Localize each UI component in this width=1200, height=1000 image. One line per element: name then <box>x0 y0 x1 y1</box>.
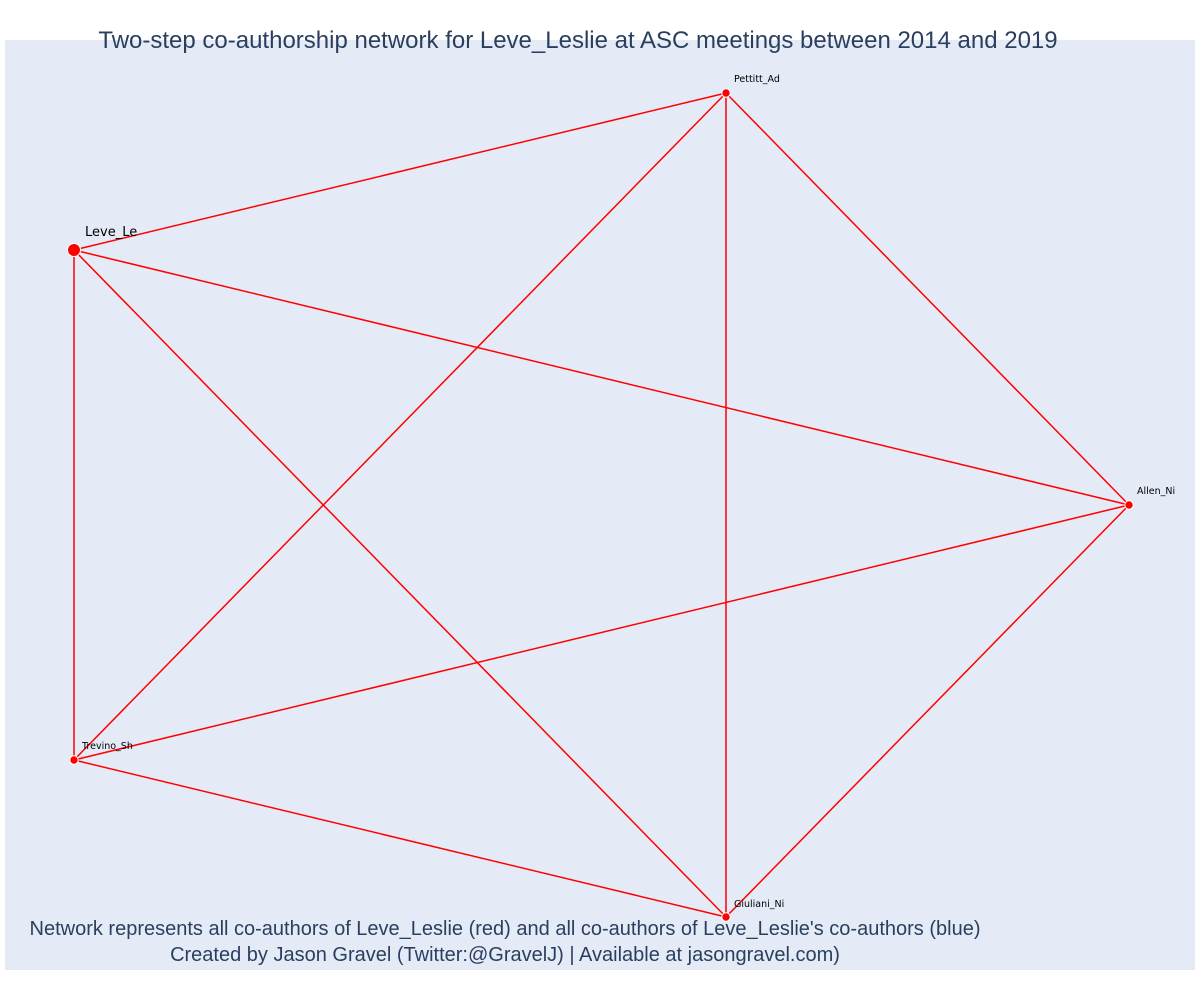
node-Giuliani_Ni[interactable] <box>721 912 731 922</box>
edge-Leve_Le-Giuliani_Ni <box>73 249 727 918</box>
node-label-Trevino_Sh: Trevino_Sh <box>81 741 133 752</box>
node-label-Allen_Ni: Allen_Ni <box>1137 486 1175 497</box>
node-Pettitt_Ad[interactable] <box>721 88 731 98</box>
node-Trevino_Sh[interactable] <box>69 755 79 765</box>
node-label-Leve_Le: Leve_Le <box>85 225 137 240</box>
edge-Leve_Le-Pettitt_Ad <box>73 92 727 251</box>
footer-caption: Network represents all co-authors of Lev… <box>0 916 1010 968</box>
edge-Pettitt_Ad-Allen_Ni <box>725 92 1130 506</box>
node-Allen_Ni[interactable] <box>1124 500 1134 510</box>
edge-Leve_Le-Allen_Ni <box>73 249 1130 506</box>
footer-line-legend: Network represents all co-authors of Lev… <box>29 918 981 940</box>
edge-Allen_Ni-Trevino_Sh <box>73 504 1130 761</box>
edges <box>73 92 1130 918</box>
edge-Giuliani_Ni-Trevino_Sh <box>73 759 727 918</box>
edge-Allen_Ni-Giuliani_Ni <box>725 504 1130 918</box>
page-title: Two-step co-authorship network for Leve_… <box>98 27 1058 54</box>
edge-Pettitt_Ad-Trevino_Sh <box>73 92 727 761</box>
node-label-Giuliani_Ni: Giuliani_Ni <box>734 899 784 910</box>
node-label-Pettitt_Ad: Pettitt_Ad <box>734 74 780 85</box>
footer-line-credit: Created by Jason Gravel (Twitter:@Gravel… <box>170 944 840 966</box>
node-Leve_Le[interactable] <box>67 243 81 257</box>
